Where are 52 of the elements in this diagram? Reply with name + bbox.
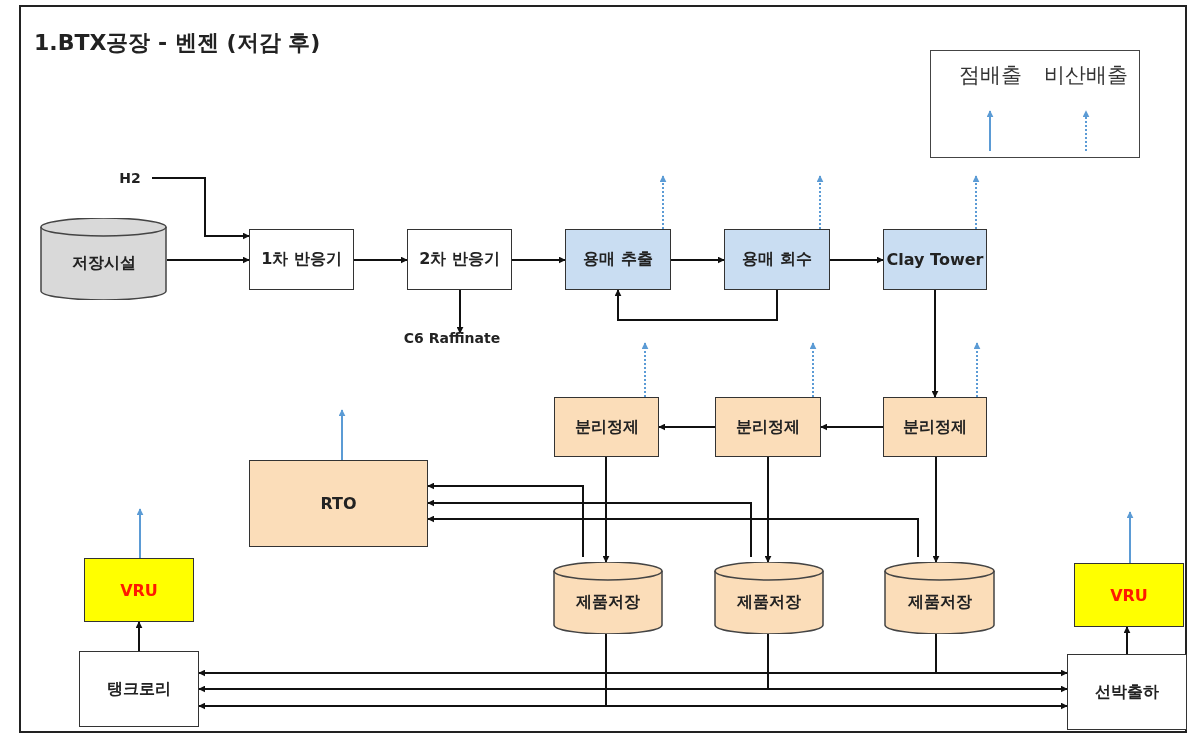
- flow-arrow: [427, 499, 752, 558]
- flow-label: H2: [108, 166, 152, 190]
- flow-label: C6 Raffinate: [392, 328, 512, 348]
- flow-arrow: [614, 289, 778, 321]
- process-box: 선박출하: [1067, 654, 1187, 730]
- process-box: 1차 반응기: [249, 229, 354, 290]
- process-box: 분리정제: [554, 397, 659, 457]
- flow-arrow: [764, 456, 772, 563]
- flow-arrow: [829, 256, 884, 264]
- vru-box: VRU: [84, 558, 194, 622]
- legend-label: 점배출: [957, 62, 1023, 89]
- emission-arrow: [973, 342, 981, 398]
- flow-arrow: [151, 177, 250, 240]
- flow-arrow: [658, 423, 716, 431]
- title: 1.BTX공장 - 벤젠 (저감 후): [34, 29, 321, 57]
- flow-arrow: [353, 256, 408, 264]
- flow-arrow: [511, 256, 566, 264]
- flow-arrow: [602, 456, 610, 563]
- flow-arrow: [427, 482, 584, 558]
- flow-arrow: [166, 256, 250, 264]
- product-tank: 제품저장: [884, 562, 995, 634]
- emission-arrow: [809, 342, 817, 398]
- process-box: 분리정제: [715, 397, 821, 457]
- process-box: Clay Tower: [883, 229, 987, 290]
- flow-arrow: [456, 289, 464, 334]
- emission-arrow: [338, 409, 346, 461]
- process-box: 2차 반응기: [407, 229, 512, 290]
- emission-arrow: [641, 342, 649, 398]
- legend-label: 비산배출: [1043, 62, 1129, 89]
- product-tank: 제품저장: [714, 562, 824, 634]
- emission-arrow: [136, 508, 144, 559]
- process-box: 분리정제: [883, 397, 987, 457]
- flow-arrow: [935, 633, 1068, 677]
- flow-arrow: [670, 256, 725, 264]
- flow-arrow: [767, 633, 1068, 693]
- emission-arrow: [972, 175, 980, 230]
- flow-arrow: [135, 621, 143, 652]
- process-box: 용매 추출: [565, 229, 671, 290]
- emission-arrow: [1126, 511, 1134, 564]
- storage-cylinder: 저장시설: [40, 218, 167, 300]
- emission-arrow: [659, 175, 667, 230]
- flow-arrow: [931, 289, 939, 398]
- flow-arrow: [427, 515, 919, 558]
- flow-arrow: [1123, 626, 1131, 655]
- product-tank: 제품저장: [553, 562, 663, 634]
- vru-box: VRU: [1074, 563, 1184, 627]
- process-box: 용매 회수: [724, 229, 830, 290]
- flow-arrow: [820, 423, 884, 431]
- flow-arrow: [932, 456, 940, 563]
- process-box: 탱크로리: [79, 651, 199, 727]
- process-box: RTO: [249, 460, 428, 547]
- emission-arrow: [816, 175, 824, 230]
